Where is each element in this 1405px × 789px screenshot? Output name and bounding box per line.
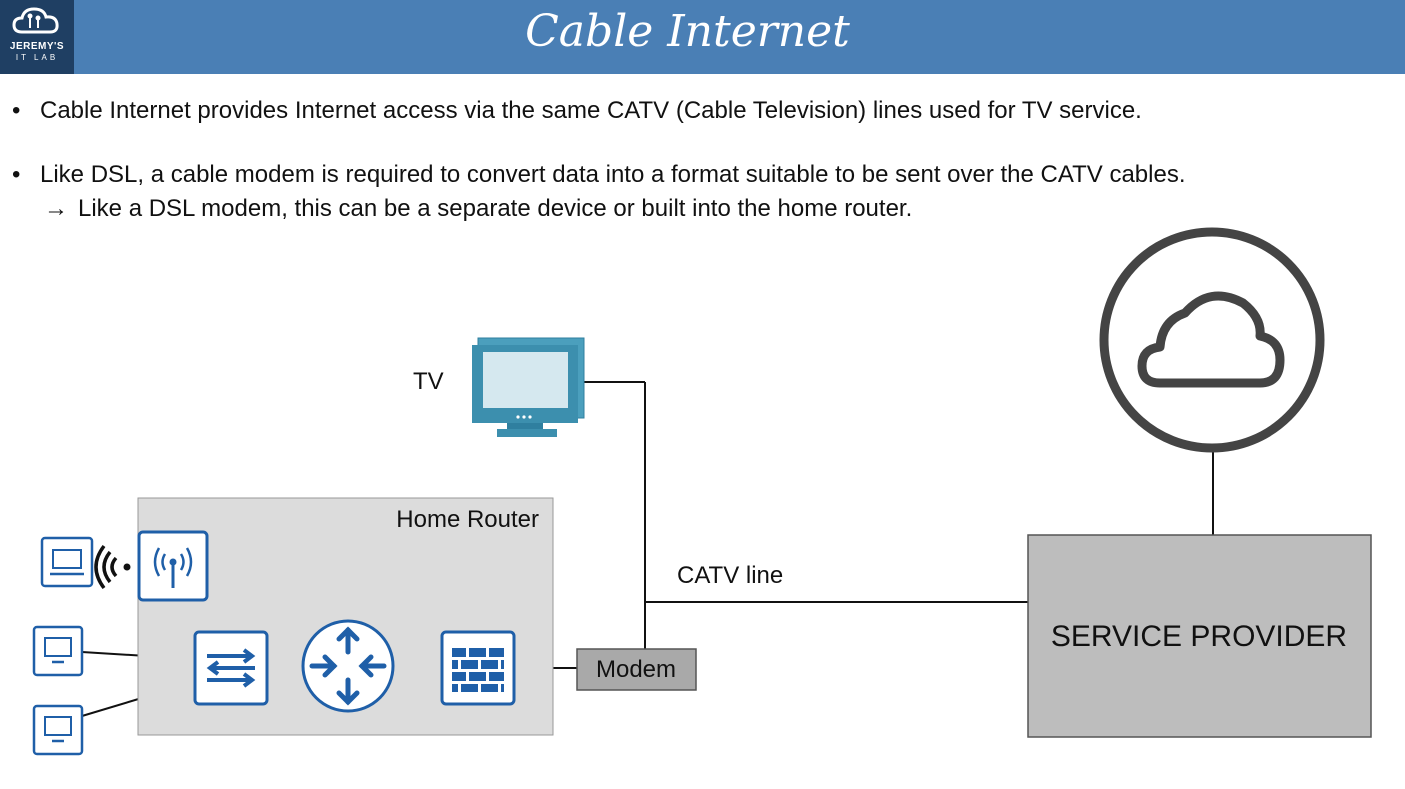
title-bar: JEREMY'S IT LAB Cable Internet [0,0,1405,74]
modem-box [576,648,697,691]
wireless-ap-icon [137,530,209,602]
home-router-label: Home Router [396,506,539,533]
bullet-dot: • [12,97,21,124]
wifi-signal-icon [94,544,118,590]
sub-bullet-text: Like a DSL modem, this can be a separate… [78,195,913,222]
sub-bullet-arrow: → [44,195,68,222]
firewall-icon [440,630,516,706]
wifi-dot [123,563,131,571]
bullet-dot: • [12,161,21,188]
logo-text-line2: IT LAB [15,53,59,62]
logo: JEREMY'S IT LAB [0,0,74,74]
logo-text-line1: JEREMY'S [9,41,65,52]
pc-icon [32,704,84,756]
pc-icon [32,625,84,677]
laptop-icon [40,536,94,588]
page-title: Cable Internet [525,6,850,57]
service-provider-label: SERVICE PROVIDER [1051,620,1347,653]
tv-label: TV [413,368,444,395]
connection-lines [81,381,1214,717]
bullet-text-2: Like DSL, a cable modem is required to c… [40,161,1186,188]
bullet-text-1: Cable Internet provides Internet access … [40,97,1142,124]
switch-icon [193,630,269,706]
cloud-icon [1099,227,1325,453]
modem-label: Modem [596,656,676,683]
logo-cloud-icon [12,7,59,34]
catv-line-label: CATV line [677,562,783,589]
service-provider-box [1027,534,1372,738]
tv-icon [472,337,585,437]
router-icon [301,619,395,713]
